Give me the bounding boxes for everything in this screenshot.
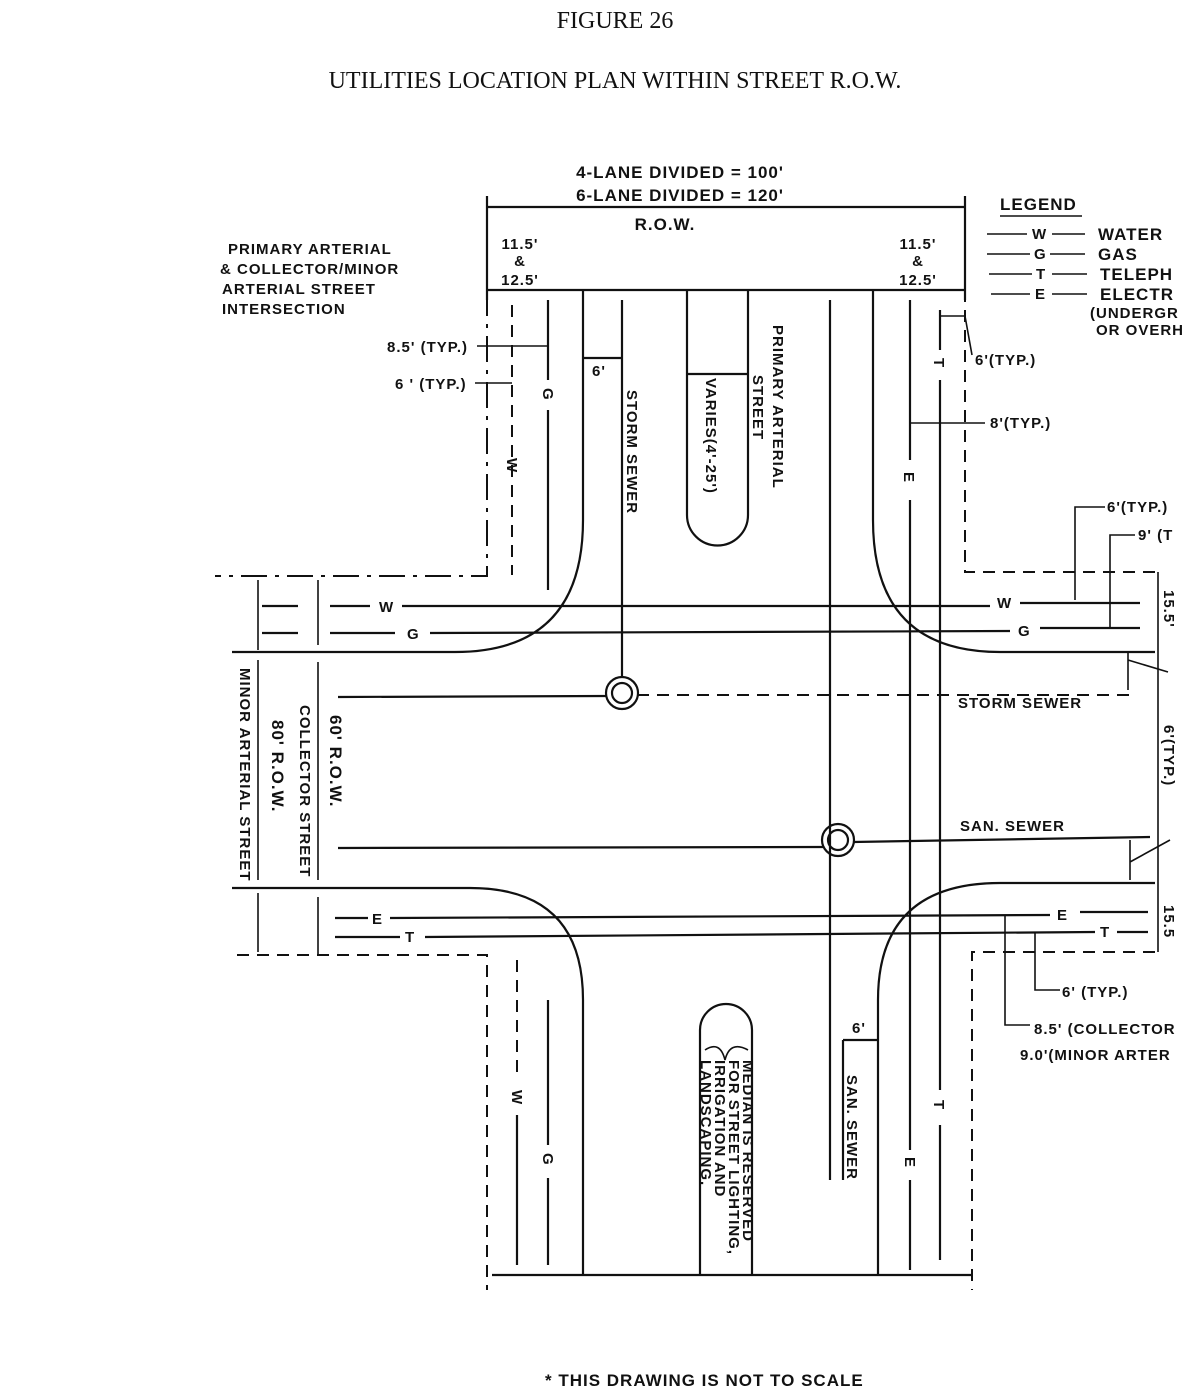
primary-street-label: STREET [749,375,766,440]
minor-row-label: 80' R.O.W. [268,720,287,812]
dim-6-storm: 6' [592,363,606,380]
dim-6-typ-bottom: 6' (TYP.) [1062,984,1128,1001]
legend-code-electric: E [1035,286,1046,303]
legend-label-gas: GAS [1098,245,1138,264]
row-label: R.O.W. [635,215,696,234]
legend-label-water: WATER [1098,225,1163,244]
footnote: * THIS DRAWING IS NOT TO SCALE [545,1371,864,1390]
dim-9-0-minor: 9.0'(MINOR ARTER [1020,1047,1171,1064]
utility-label-e-left: E [372,911,383,928]
utility-label-e-top: E [900,472,917,483]
median-note-2: FOR STREET LIGHTING, [725,1060,742,1255]
legend-code-gas: G [1034,246,1047,263]
utility-label-w-top: W [503,458,520,473]
legend-title: LEGEND [1000,195,1077,214]
dim-6-typ-left: 6 ' (TYP.) [395,376,467,393]
primary-arterial-label: PRIMARY ARTERIAL [769,325,786,489]
san-sewer-label-h: SAN. SEWER [960,818,1065,835]
legend-code-water: W [1032,226,1047,243]
utility-label-t-bottom: T [930,1100,947,1110]
minor-street-label: MINOR ARTERIAL STREET [236,668,253,882]
dim-6-san: 6' [852,1020,866,1037]
street-label-4: INTERSECTION [222,301,346,318]
utility-label-w-bottom: W [508,1090,525,1105]
utility-label-g-right: G [1018,623,1031,640]
left-offset-3: 12.5' [501,272,539,289]
right-offset-2: & [912,253,924,270]
dim-8-typ: 8'(TYP.) [990,415,1051,432]
collector-street-label: COLLECTOR STREET [296,705,313,877]
utility-label-t-right: T [1100,924,1110,941]
san-sewer-label-v: SAN. SEWER [843,1075,860,1180]
dim-15-5-top: 15.5' [1160,590,1177,628]
storm-sewer-manhole-icon [604,675,640,711]
storm-sewer-label-h: STORM SEWER [958,695,1082,712]
six-lane-dim: 6-LANE DIVIDED = 120' [576,186,784,205]
median-note-1: MEDIAN IS RESERVED [739,1060,756,1242]
street-label-2: & COLLECTOR/MINOR [220,261,399,278]
street-label-3: ARTERIAL STREET [222,281,376,298]
utility-label-t-left: T [405,929,415,946]
utility-label-e-bottom: E [901,1157,918,1168]
utility-label-g-left: G [407,626,420,643]
median-note-4: LANDSCAPING. [697,1060,714,1186]
horizontal-utility-lines [257,506,1171,1026]
utility-label-g-bottom: G [539,1153,556,1166]
dim-6-typ-vertical: 6'(TYP.) [1160,725,1177,786]
four-lane-dim: 4-LANE DIVIDED = 100' [576,163,784,182]
figure-number: FIGURE 26 [556,8,674,34]
utility-label-w-left: W [379,599,394,616]
dim-8-5-typ: 8.5' (TYP.) [387,339,468,356]
dim-6-typ-right-top: 6'(TYP.) [975,352,1036,369]
median-note-3: IRRIGATION AND [711,1060,728,1197]
road-outline [215,290,1155,1290]
left-offset-1: 11.5' [502,236,539,253]
collector-row-label: 60' R.O.W. [326,715,345,807]
row-dimension-lines [485,196,967,300]
utility-label-t-top: T [930,358,947,368]
dim-6-typ-right: 6'(TYP.) [1107,499,1168,516]
vertical-utility-lines [475,300,985,1270]
dim-15-5-bottom: 15.5 [1160,905,1177,938]
utility-label-w-right: W [997,595,1012,612]
figure-title: UTILITIES LOCATION PLAN WITHIN STREET R.… [328,68,902,94]
legend-label-electric: ELECTR [1100,285,1174,304]
dim-9-typ: 9' (T [1138,527,1173,544]
sanitary-sewer-manhole-icon [820,822,856,858]
street-label-1: PRIMARY ARTERIAL [228,241,392,258]
dim-8-5-collector: 8.5' (COLLECTOR [1034,1021,1176,1038]
storm-sewer-label-v: STORM SEWER [623,390,640,514]
legend-label-telephone: TELEPH [1100,265,1173,284]
right-offset-1: 11.5' [900,236,937,253]
left-offset-2: & [514,253,526,270]
utility-label-g-top: G [539,388,556,401]
utility-label-e-right: E [1057,907,1068,924]
legend-code-telephone: T [1036,266,1046,283]
median-varies-label: VARIES(4'-25') [702,378,719,494]
right-offset-3: 12.5' [899,272,937,289]
legend-note-2: OR OVERH [1096,322,1184,339]
legend: W WATER G GAS T TELEPH E ELECTR (UNDERGR… [987,225,1184,339]
legend-note-1: (UNDERGR [1090,305,1179,322]
